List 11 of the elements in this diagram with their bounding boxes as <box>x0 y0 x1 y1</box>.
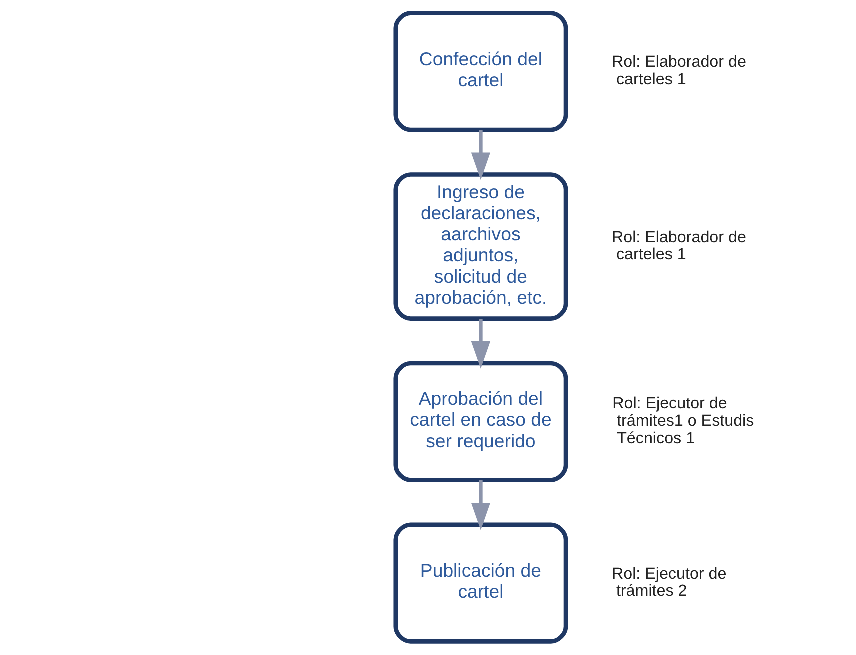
arrow <box>470 130 490 180</box>
node-box: Aprobación del cartel en caso de ser requerido <box>393 361 568 482</box>
arrow <box>470 319 490 369</box>
node-box: Ingreso de declaraciones, aarchivos adjuntos, solicitud de aprobación, etc. <box>393 172 568 321</box>
arrow <box>470 480 490 530</box>
node-label: Rol: Elaborador de carteles 1 <box>611 228 746 264</box>
node-box: Publicación de cartel <box>393 522 568 644</box>
node-label: Rol: Elaborador de carteles 1 <box>611 53 746 89</box>
node-label: Rol: Ejecutor de trámites1 o Estudis Técnicos 1 <box>612 394 754 448</box>
node-box: Confección del cartel <box>393 11 568 132</box>
node-label: Rol: Ejecutor de trámites 2 <box>611 564 726 600</box>
